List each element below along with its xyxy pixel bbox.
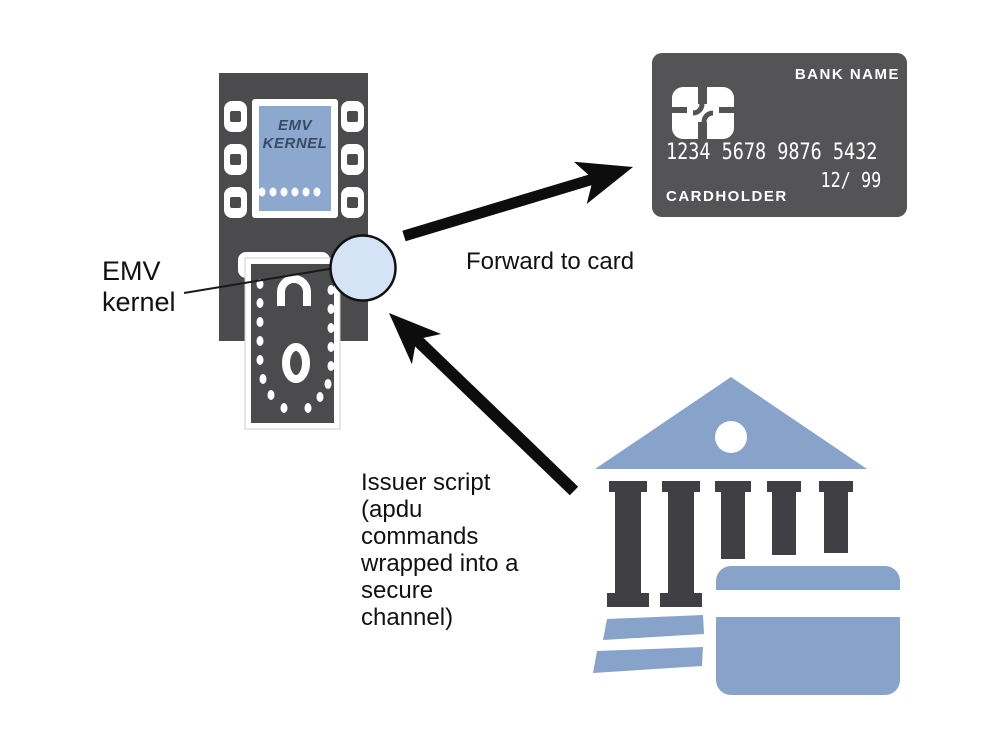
chip-icon	[672, 87, 734, 139]
inserted-card	[244, 257, 341, 430]
emv-kernel-pointer-line	[183, 265, 348, 294]
emv-kernel-circle	[329, 234, 397, 302]
issuer-script-arrow	[389, 313, 579, 496]
bank-pediment-circle	[715, 421, 747, 453]
terminal-side-buttons	[224, 101, 364, 218]
card-dots-pattern	[256, 279, 335, 413]
card-expiry: 12/ 99	[820, 168, 881, 192]
emv-kernel-label: EMV kernel	[102, 256, 176, 317]
bank-icon	[593, 377, 900, 695]
screen-dots	[258, 187, 321, 197]
bank-steps	[593, 615, 704, 673]
card-holder-label: CARDHOLDER	[666, 188, 788, 205]
forward-to-card-label: Forward to card	[466, 248, 635, 275]
bank-columns	[607, 481, 853, 607]
payment-terminal-icon	[219, 73, 368, 430]
credit-card-icon	[652, 53, 907, 217]
forward-to-card-arrow	[402, 161, 633, 242]
card-number: 1234 5678 9876 5432	[666, 140, 878, 165]
bank-card-icon	[716, 566, 900, 695]
card-bank-name: BANK NAME	[794, 66, 900, 83]
issuer-script-label: Issuer script (apdu commands wrapped int…	[361, 469, 519, 631]
terminal-screen-text: EMV KERNEL	[262, 117, 328, 152]
